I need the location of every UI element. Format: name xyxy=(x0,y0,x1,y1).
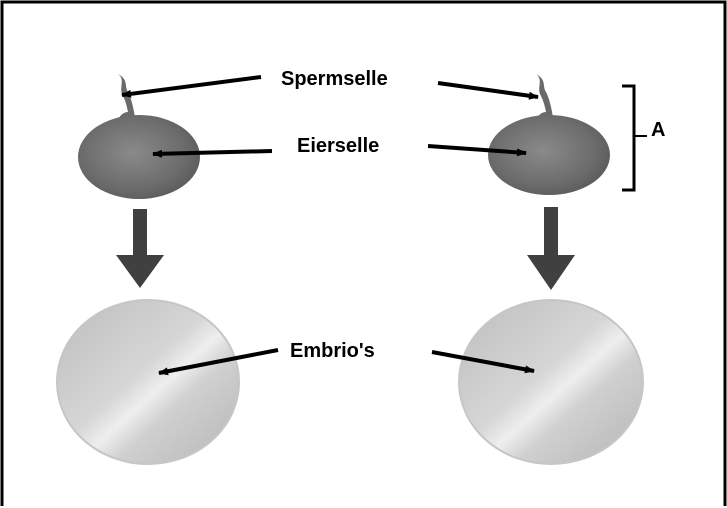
right-down-arrow xyxy=(527,207,575,290)
right-fertilized-egg xyxy=(488,74,610,195)
bracket xyxy=(622,84,636,192)
pointer-embryo-right xyxy=(431,350,535,374)
left-down-arrow xyxy=(116,209,164,288)
pointer-sperm-right xyxy=(437,81,539,100)
bracket-label: A xyxy=(651,119,666,141)
pointer-egg-left xyxy=(152,149,273,158)
sperm-cell-label: Spermselle xyxy=(281,68,388,90)
embryos-label: Embrio's xyxy=(290,340,375,362)
right-egg-cell xyxy=(488,115,610,195)
left-sperm-tail xyxy=(118,74,136,124)
pointer-sperm-left xyxy=(121,75,262,98)
egg-cell-label: Eierselle xyxy=(297,135,380,157)
right-embryo xyxy=(458,299,644,465)
pointer-embryo-left xyxy=(158,348,279,376)
right-sperm-tail xyxy=(536,74,554,124)
left-fertilized-egg xyxy=(78,74,200,199)
left-embryo xyxy=(56,299,240,465)
pointer-egg-right xyxy=(427,144,527,157)
left-egg-cell xyxy=(78,115,200,199)
